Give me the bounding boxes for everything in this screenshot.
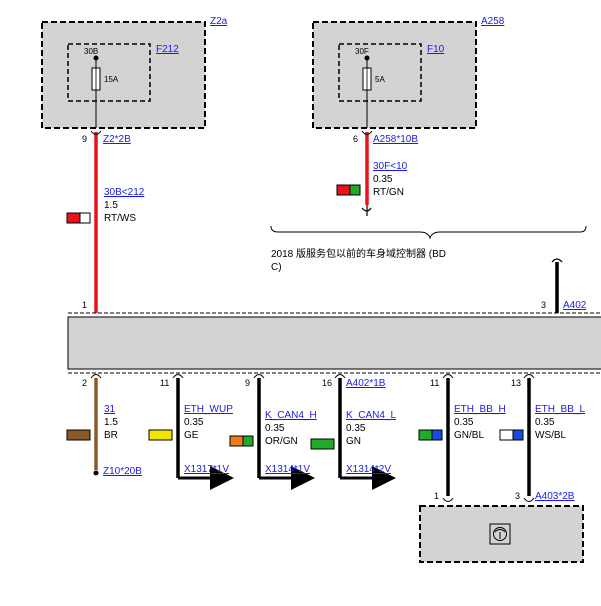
wire-k-can4-l: 16 A402*1B K_CAN4_L 0.35 GN X1314*2V [310, 374, 396, 490]
color-swatch-secondary [349, 184, 361, 196]
variant-brace: 2018 版服务包以前的车身域控制器 (BD C) [270, 225, 587, 273]
pin-number: 9 [245, 378, 250, 388]
wire-eth-wup: 11 ETH_WUP 0.35 GE X1317*1V [148, 374, 234, 490]
wire-gauge: 0.35 [265, 423, 285, 434]
pin-number: 1 [434, 491, 439, 501]
component-a403 [419, 505, 584, 563]
pin-number: 11 [430, 378, 439, 388]
wire-30f: 6 A258*10B 30F<10 0.35 RT/GN [336, 130, 418, 216]
connector-z2-2b[interactable]: Z2*2B [103, 134, 131, 145]
color-swatch-secondary [431, 429, 443, 441]
wire-k-can4-h: 9 K_CAN4_H 0.35 OR/GN X1314*1V [229, 374, 317, 490]
wire-color-code: OR/GN [265, 436, 298, 447]
wire-gauge: 0.35 [346, 423, 366, 434]
color-swatch-secondary [512, 429, 524, 441]
wire-30b: 9 Z2*2B 30B<212 1.5 RT/WS 1 [66, 130, 145, 313]
body-domain-controller-module [67, 312, 601, 374]
connector-x1317-1v[interactable]: X1317*1V [184, 464, 229, 475]
connector-z10-20b[interactable]: Z10*20B [103, 466, 142, 477]
color-swatch-primary [229, 435, 244, 447]
circuit-30f-10[interactable]: 30F<10 [373, 161, 408, 172]
fuse-rating-f10: 5A [375, 75, 385, 84]
connector-a402[interactable]: A402 [563, 300, 587, 311]
wire-gauge: 0.35 [535, 417, 555, 428]
fuse-box-z2a: Z2a F212 30B 15A [41, 16, 228, 129]
pin-number: 3 [515, 491, 520, 501]
pin-number: 16 [322, 378, 332, 388]
fuse-box-a258: A258 F10 30F 5A [312, 16, 505, 129]
component-label-z2a[interactable]: Z2a [210, 16, 228, 27]
ground-point-icon [93, 470, 99, 476]
wire-gauge: 0.35 [454, 417, 474, 428]
circuit-30b-212[interactable]: 30B<212 [104, 187, 145, 198]
pin-number: 1 [82, 300, 87, 310]
circuit-k-can4-l[interactable]: K_CAN4_L [346, 410, 396, 421]
color-swatch-primary [66, 212, 81, 224]
pin-number: 9 [82, 134, 87, 144]
component-label-f212[interactable]: F212 [156, 44, 179, 55]
pin-number: 3 [541, 300, 546, 310]
variant-note-line2: C) [271, 262, 282, 273]
fuse-terminal-30b: 30B [84, 47, 98, 56]
connector-a403-2b[interactable]: A403*2B [535, 491, 575, 502]
circuit-31[interactable]: 31 [104, 404, 116, 415]
circuit-eth-bb-h[interactable]: ETH_BB_H [454, 404, 506, 415]
color-swatch-secondary [242, 435, 254, 447]
wire-gauge: 1.5 [104, 417, 118, 428]
connector-x1314-1v[interactable]: X1314*1V [265, 464, 310, 475]
component-label-a258[interactable]: A258 [481, 16, 505, 27]
wire-color-code: GN/BL [454, 430, 484, 441]
wire-31: 2 31 1.5 BR Z10*20B [66, 374, 142, 477]
color-swatch-secondary [79, 212, 91, 224]
color-swatch [66, 429, 91, 441]
color-swatch-primary [499, 429, 514, 441]
wire-gauge: 0.35 [184, 417, 204, 428]
circuit-eth-bb-l[interactable]: ETH_BB_L [535, 404, 585, 415]
wire-color-code: GN [346, 436, 361, 447]
pin-number: 2 [82, 378, 87, 388]
wire-eth-bb-l: 13 ETH_BB_L 0.35 WS/BL 3 A403*2B [499, 374, 585, 502]
pin-number: 6 [353, 134, 358, 144]
color-swatch [310, 438, 335, 450]
circuit-k-can4-h[interactable]: K_CAN4_H [265, 410, 317, 421]
connector-a402-1b[interactable]: A402*1B [346, 378, 386, 389]
wire-gauge: 1.5 [104, 200, 118, 211]
pin-number: 11 [160, 378, 169, 388]
wire-gauge: 0.35 [373, 174, 393, 185]
wire-color-code: BR [104, 430, 118, 441]
wire-color-code: WS/BL [535, 430, 567, 441]
fuse-terminal-30f: 30F [355, 47, 369, 56]
wire-color-code: RT/GN [373, 187, 404, 198]
fuse-rating-f212: 15A [104, 75, 119, 84]
color-swatch [148, 429, 173, 441]
connector-x1314-2v[interactable]: X1314*2V [346, 464, 391, 475]
wire-color-code: GE [184, 430, 199, 441]
wire-eth-bb-h: 11 ETH_BB_H 0.35 GN/BL 1 [418, 374, 506, 502]
component-label-f10[interactable]: F10 [427, 44, 445, 55]
circuit-eth-wup[interactable]: ETH_WUP [184, 404, 233, 415]
color-swatch-primary [418, 429, 433, 441]
wire-color-code: RT/WS [104, 213, 136, 224]
variant-note-line1: 2018 版服务包以前的车身域控制器 (BD [271, 247, 446, 260]
wire-a402-top: 3 A402 [541, 258, 587, 313]
color-swatch-primary [336, 184, 351, 196]
pin-number: 13 [511, 378, 521, 388]
connector-a258-10b[interactable]: A258*10B [373, 134, 418, 145]
